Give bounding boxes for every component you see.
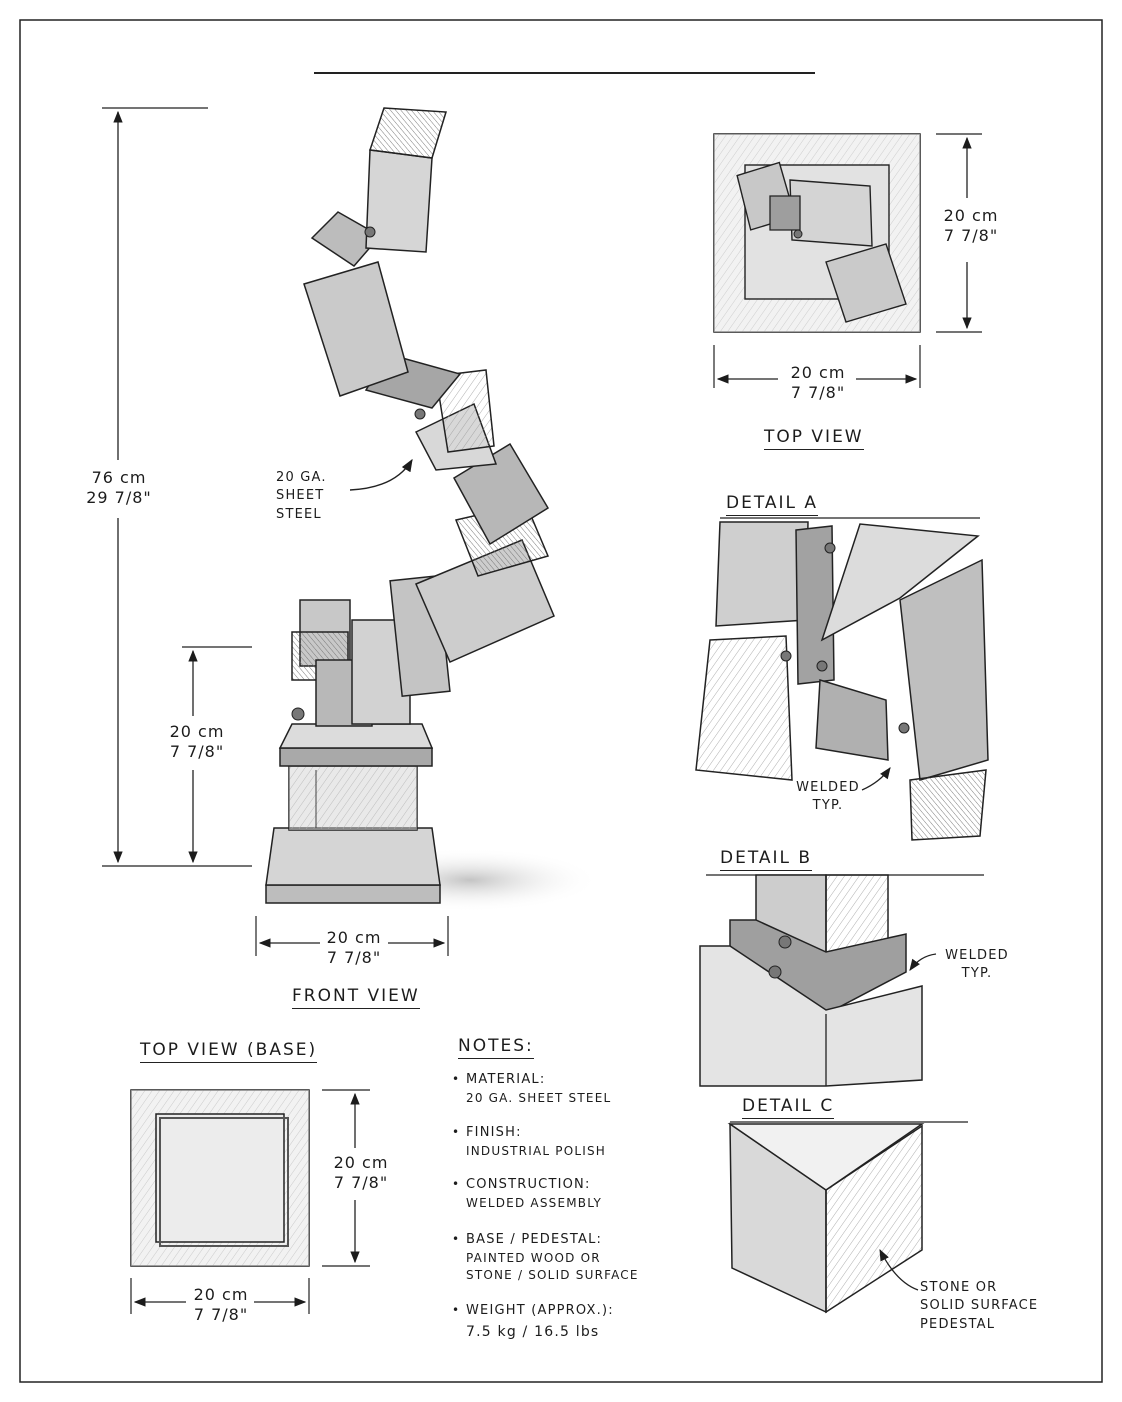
base-height-in: 7 7/8"	[169, 742, 225, 761]
detail-b-drawing	[699, 874, 984, 1087]
top-depth-label: 20 cm 7 7/8"	[930, 206, 1012, 246]
top-view-base-dimensions	[130, 1089, 370, 1314]
base-width-in: 7 7/8"	[193, 1305, 249, 1324]
top-depth-in: 7 7/8"	[943, 226, 999, 245]
detail-a-callout: WELDED TYP.	[796, 780, 860, 814]
top-width-cm: 20 cm	[790, 363, 846, 382]
base-height-label: 20 cm 7 7/8"	[156, 722, 238, 762]
note-construction: • CONSTRUCTION: WELDED ASSEMBLY	[452, 1177, 603, 1211]
front-view-dimensions	[102, 107, 449, 956]
sheet-border	[19, 19, 1103, 1383]
material-callout: 20 GA. SHEET STEEL	[276, 470, 327, 523]
top-width-in: 7 7/8"	[790, 383, 846, 402]
note-weight: • WEIGHT (APPROX.): 7.5 kg / 16.5 lbs	[452, 1303, 614, 1341]
top-depth-cm: 20 cm	[943, 206, 999, 225]
top-width-label: 20 cm 7 7/8"	[776, 363, 860, 403]
top-view-dimensions	[713, 133, 982, 388]
top-view-drawing	[713, 133, 921, 333]
base-height-cm: 20 cm	[169, 722, 225, 741]
total-height-in: 29 7/8"	[86, 488, 152, 507]
top-view-title: TOP VIEW	[764, 427, 864, 450]
note-finish: • FINISH: INDUSTRIAL POLISH	[452, 1125, 607, 1159]
detail-a-drawing	[695, 517, 989, 841]
base-depth-cm: 20 cm	[333, 1153, 389, 1172]
front-view-title: FRONT VIEW	[292, 986, 420, 1009]
front-view-drawing	[265, 107, 600, 912]
front-width-cm: 20 cm	[326, 928, 382, 947]
base-width-cm: 20 cm	[193, 1285, 249, 1304]
total-height-cm: 76 cm	[91, 468, 147, 487]
front-width-in: 7 7/8"	[326, 948, 382, 967]
detail-c-callout: STONE OR SOLID SURFACE PEDESTAL	[920, 1280, 1039, 1332]
detail-c-title: DETAIL C	[742, 1096, 835, 1119]
top-view-base-drawing	[130, 1089, 310, 1267]
detail-c-drawing	[727, 1121, 968, 1314]
note-material: • MATERIAL: 20 GA. SHEET STEEL	[452, 1072, 612, 1106]
material-callout-line-2: SHEET	[276, 488, 325, 504]
material-callout-line-1: 20 GA.	[276, 470, 327, 485]
detail-a-title: DETAIL A	[726, 493, 819, 516]
total-height-label: 76 cm 29 7/8"	[78, 468, 160, 508]
base-depth-label: 20 cm 7 7/8"	[320, 1153, 402, 1193]
detail-b-callout: WELDED TYP.	[945, 948, 1009, 982]
top-view-base-title: TOP VIEW (BASE)	[140, 1040, 318, 1063]
material-callout-line-3: STEEL	[276, 506, 322, 522]
note-base-pedestal: • BASE / PEDESTAL: PAINTED WOOD OR STONE…	[452, 1232, 639, 1283]
notes-heading: NOTES:	[458, 1036, 534, 1059]
detail-b-title: DETAIL B	[720, 848, 813, 871]
front-width-label: 20 cm 7 7/8"	[312, 928, 396, 968]
base-width-label: 20 cm 7 7/8"	[180, 1285, 262, 1325]
base-depth-in: 7 7/8"	[333, 1173, 389, 1192]
